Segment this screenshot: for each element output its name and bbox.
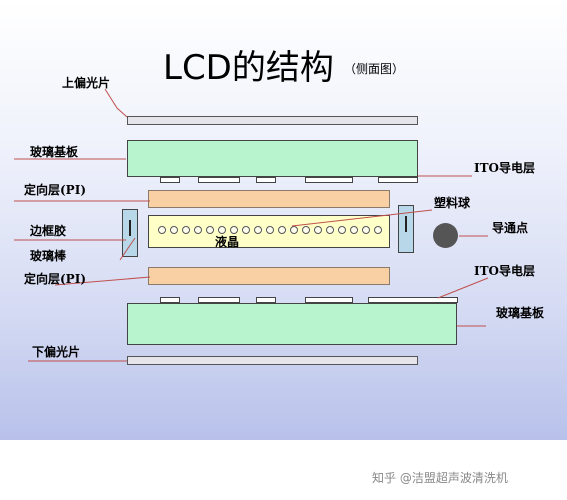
label-align-top: 定向层(PI) — [24, 183, 86, 197]
spacer-ball — [290, 226, 298, 234]
label-glass-bottom: 玻璃基板 — [496, 306, 545, 320]
spacer-ball — [362, 226, 370, 234]
bottom-alignment-layer — [148, 267, 390, 285]
bottom-ito-segment — [305, 297, 353, 303]
spacer-ball — [182, 226, 190, 234]
leader-spacer — [291, 209, 433, 227]
diagram-title: LCD的结构 — [163, 48, 334, 88]
leader-lines — [14, 88, 489, 362]
spacer-ball — [278, 226, 286, 234]
spacer-ball — [230, 226, 238, 234]
top-ito-segment — [198, 177, 240, 183]
glass-rod — [129, 220, 131, 236]
conductive-dot — [433, 223, 458, 248]
top-ito-segment — [160, 177, 180, 183]
label-seal: 边框胶 — [30, 224, 67, 238]
leader-upper-polarizer — [104, 88, 128, 118]
label-liquid-crystal: 液晶 — [215, 235, 240, 249]
upper-polarizer — [127, 116, 418, 125]
spacer-ball — [374, 226, 382, 234]
spacer-ball — [218, 226, 226, 234]
label-ito-bottom: ITO导电层 — [474, 264, 535, 278]
spacer-ball — [254, 226, 262, 234]
bottom-ito-segment — [160, 297, 180, 303]
label-glass-rod: 玻璃棒 — [30, 249, 67, 263]
spacer-ball — [170, 226, 178, 234]
watermark: 知乎 @洁盟超声波清洗机 — [372, 471, 508, 485]
diagram-slide: LCD的结构 （侧面图） — [0, 0, 567, 440]
spacer-ball — [206, 226, 214, 234]
bottom-ito-segment — [256, 297, 276, 303]
spacer-ball — [158, 226, 166, 234]
glass-rod — [405, 216, 407, 232]
lower-polarizer — [127, 356, 418, 365]
leader-align-bottom — [54, 276, 151, 286]
spacer-ball — [302, 226, 310, 234]
bottom-glass-substrate — [127, 303, 457, 345]
spacer-ball — [350, 226, 358, 234]
seal-left — [122, 209, 138, 257]
diagram-subtitle: （侧面图） — [344, 62, 405, 76]
seal-right — [398, 205, 414, 253]
top-alignment-layer — [148, 190, 390, 208]
label-ito-top: ITO导电层 — [474, 161, 535, 175]
label-upper-polarizer: 上偏光片 — [62, 76, 111, 90]
spacer-ball — [326, 226, 334, 234]
label-conductive-dot: 导通点 — [492, 221, 529, 235]
top-ito-segment — [256, 177, 276, 183]
label-spacer: 塑料球 — [434, 196, 471, 210]
spacer-ball — [242, 226, 250, 234]
spacer-ball — [194, 226, 202, 234]
label-glass-top: 玻璃基板 — [30, 145, 79, 159]
bottom-ito-segment — [368, 297, 458, 303]
label-lower-polarizer: 下偏光片 — [32, 345, 81, 359]
top-ito-segment — [305, 177, 353, 183]
leader-glass-rod — [119, 237, 136, 261]
top-ito-segment — [378, 177, 418, 183]
leader-ito-bottom — [437, 277, 489, 299]
bottom-ito-segment — [198, 297, 240, 303]
spacer-ball — [338, 226, 346, 234]
spacer-ball — [314, 226, 322, 234]
label-align-bottom: 定向层(PI) — [24, 272, 86, 286]
spacer-ball — [266, 226, 274, 234]
top-glass-substrate — [127, 140, 418, 177]
